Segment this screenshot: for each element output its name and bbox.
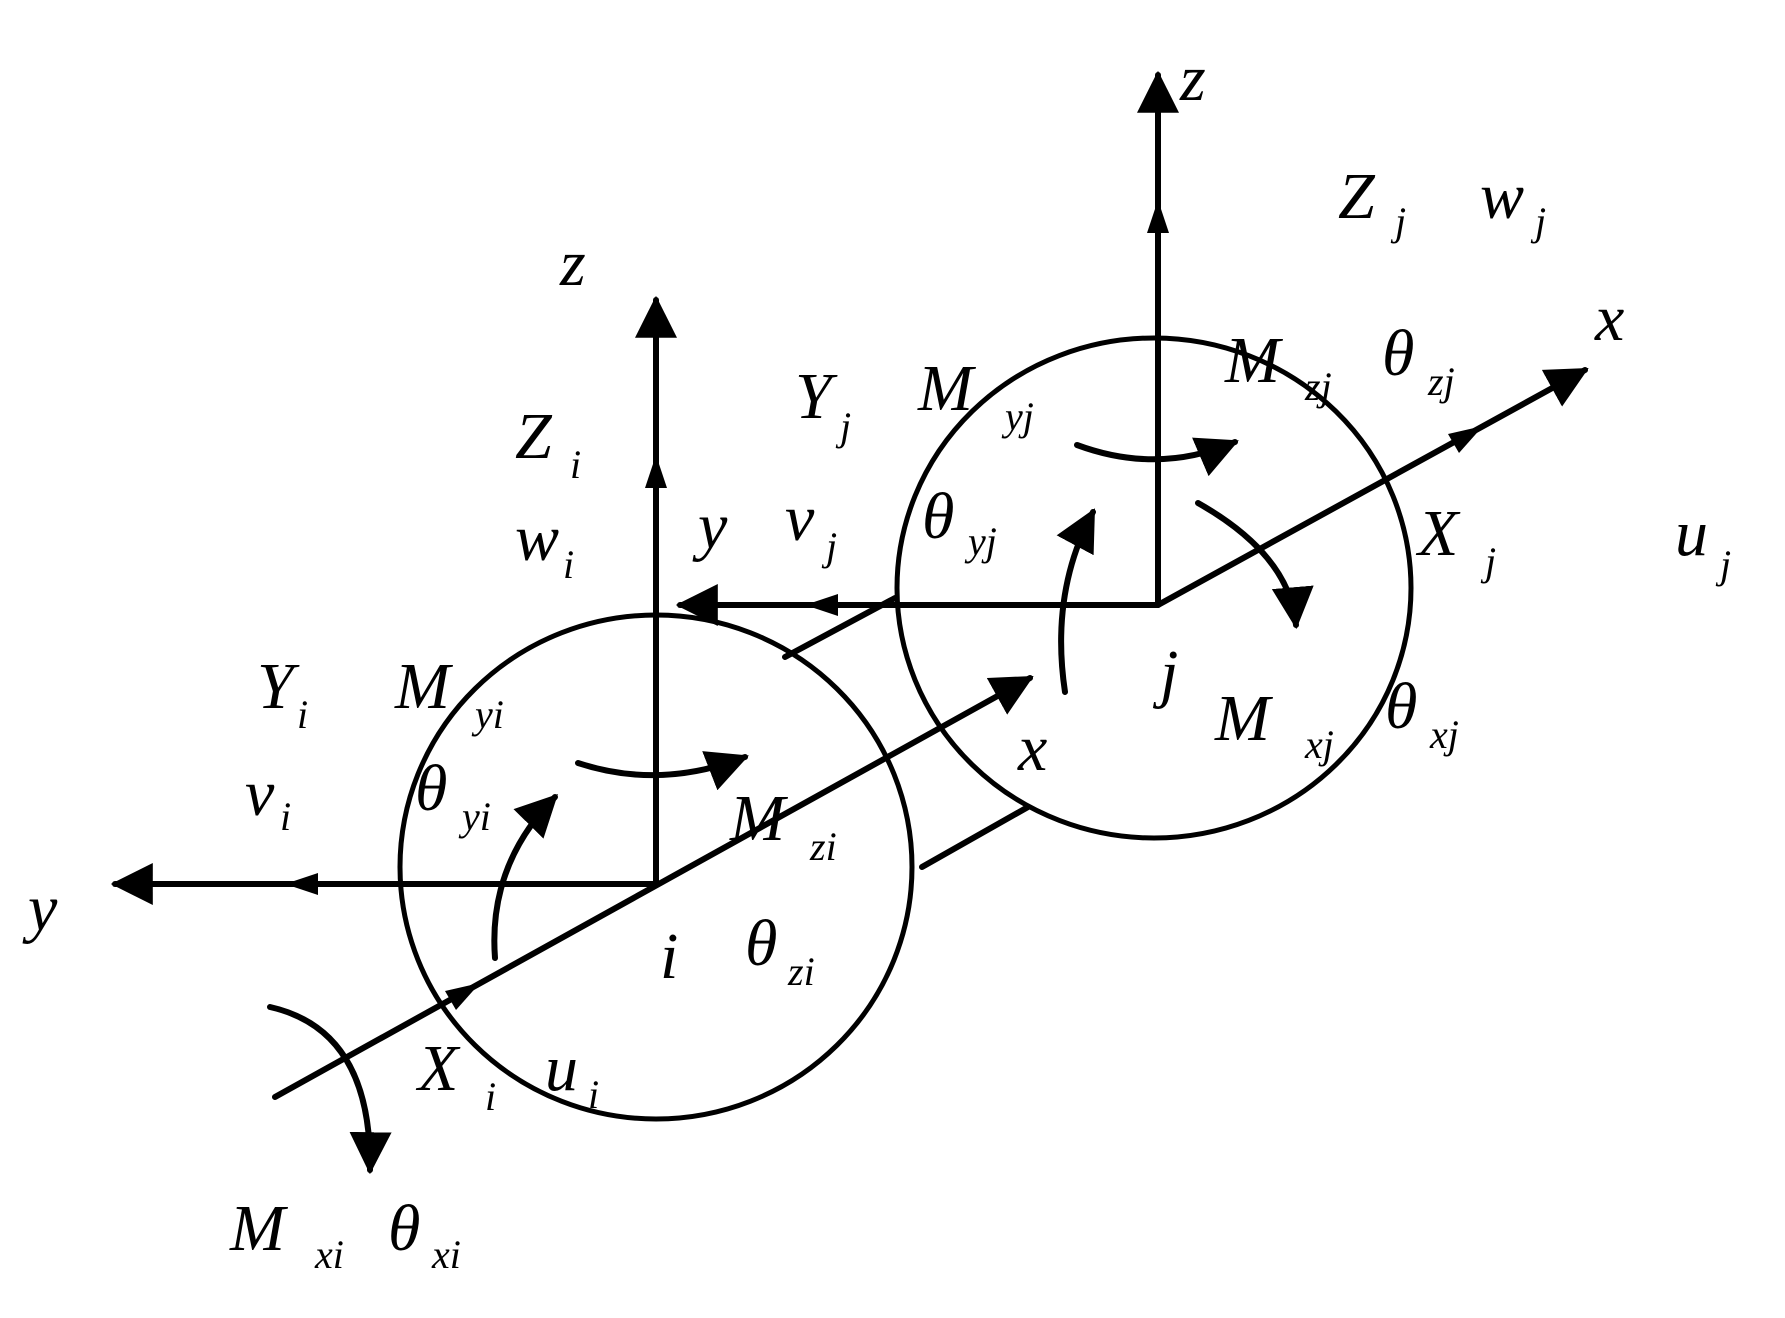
label-Mzj-subscript: zj	[1304, 364, 1332, 409]
label-wj-subscript: j	[1530, 199, 1546, 244]
label-wi-subscript: i	[563, 542, 574, 587]
node-i-mx-arc	[267, 1004, 392, 1175]
node-i-mz-arc	[575, 751, 749, 791]
label-Zj-main: Z	[1338, 160, 1376, 233]
node-j-y-mid-arrow	[805, 594, 838, 616]
node-j-mx-arc	[1195, 500, 1314, 630]
label-Xj-main: X	[1415, 497, 1461, 570]
label-Mxj-subscript: xj	[1304, 722, 1334, 767]
node-j-circle	[894, 335, 1414, 841]
label-Myj-subscript: yj	[1001, 394, 1034, 439]
node-i-z-mid-arrow	[645, 455, 667, 488]
label-Mxi-main: M	[229, 1192, 289, 1265]
label-Mzi-subscript: zi	[809, 824, 837, 869]
label-Yj-main: Y	[795, 360, 838, 433]
label-thyj-subscript: yj	[964, 519, 997, 564]
node-i-my-arc	[491, 794, 558, 961]
node-j-z-label: z	[1179, 42, 1206, 115]
element-bottom-edge	[919, 804, 1031, 870]
label-ui-subscript: i	[588, 1072, 599, 1117]
label-ui-main: u	[545, 1032, 578, 1105]
node-i-label: i	[660, 920, 678, 993]
label-Yi-main: Y	[257, 650, 300, 723]
node-j-x-mid-arrow	[1448, 426, 1483, 453]
label-uj-subscript: j	[1715, 542, 1731, 587]
label-Xj-subscript: j	[1480, 539, 1496, 584]
label-Mxi-subscript: xi	[314, 1232, 344, 1277]
label-thyi-main: θ	[415, 752, 447, 825]
node-j-z-mid-arrow	[1147, 200, 1169, 233]
label-thzj-subscript: zj	[1427, 359, 1455, 404]
label-thxj-main: θ	[1385, 670, 1417, 743]
node-j-y-label: y	[692, 490, 728, 563]
label-thyi-subscript: yi	[458, 794, 491, 839]
node-i-x-mid-arrow	[445, 983, 480, 1010]
label-Zi-main: Z	[515, 400, 553, 473]
label-Xi-main: X	[415, 1032, 461, 1105]
node-j-x-axis	[1155, 367, 1589, 608]
label-thyj-main: θ	[922, 480, 954, 553]
node-j-label: j	[1152, 637, 1178, 710]
label-Yj-subscript: j	[835, 404, 851, 449]
label-uj-main: u	[1675, 497, 1708, 570]
label-Myj-main: M	[917, 352, 977, 425]
node-j-my-arc	[1056, 508, 1096, 695]
label-thxj-subscript: xj	[1429, 712, 1459, 757]
node-i-y-mid-arrow	[285, 873, 318, 895]
label-thzi-main: θ	[745, 907, 777, 980]
label-Myi-main: M	[394, 650, 454, 723]
label-Myi-subscript: yi	[471, 692, 504, 737]
node-i-z-label: z	[559, 227, 586, 300]
label-Mxj-main: M	[1214, 682, 1274, 755]
label-thzj-main: θ	[1382, 317, 1414, 390]
label-wi-main: w	[515, 502, 559, 575]
node-j-mz-arc	[1074, 437, 1239, 477]
label-Zi-subscript: i	[570, 442, 581, 487]
node-i-x-label: x	[1017, 712, 1047, 785]
label-Zj-subscript: j	[1390, 199, 1406, 244]
label-thxi-main: θ	[388, 1192, 420, 1265]
label-vi-main: v	[245, 757, 275, 830]
node-i-x-axis	[272, 675, 1034, 1100]
node-j-x-label: x	[1594, 282, 1624, 355]
label-Mzj-main: M	[1224, 324, 1284, 397]
label-Mzi-main: M	[729, 782, 789, 855]
label-Yi-subscript: i	[297, 692, 308, 737]
label-vi-subscript: i	[280, 794, 291, 839]
label-vj-subscript: j	[821, 524, 837, 569]
label-wj-main: w	[1480, 160, 1524, 233]
label-vj-main: v	[785, 482, 815, 555]
label-thzi-subscript: zi	[787, 949, 815, 994]
label-Xi-subscript: i	[485, 1074, 496, 1119]
node-i-y-label: y	[22, 872, 58, 945]
label-thxi-subscript: xi	[431, 1232, 461, 1277]
